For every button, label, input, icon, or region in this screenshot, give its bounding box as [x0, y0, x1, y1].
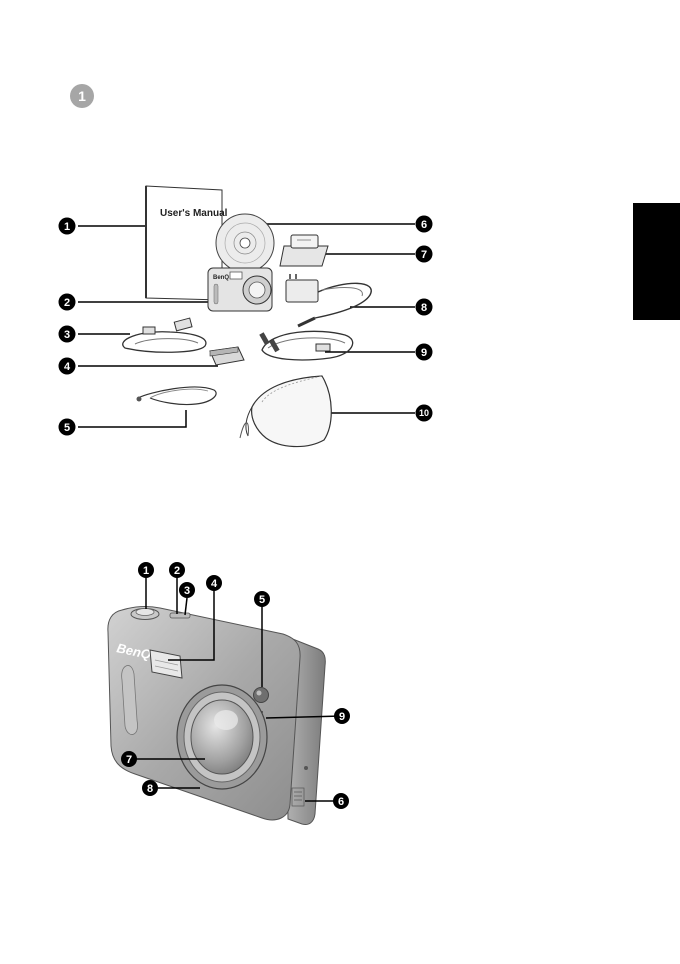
self-timer-led [253, 687, 269, 703]
power-adapter-image [285, 274, 372, 328]
side-port-dot [304, 766, 308, 770]
flash-window [149, 649, 183, 679]
software-cd-image [215, 213, 275, 273]
wrist-strap-image [136, 386, 217, 406]
svg-text:2: 2 [174, 565, 180, 577]
usb-cable-image [122, 317, 207, 353]
front-callout-7: 7 [121, 751, 137, 767]
av-cable-image [259, 330, 354, 361]
chapter-number-badge: 1 [70, 84, 94, 108]
battery-image [209, 346, 245, 366]
svg-text:2: 2 [64, 297, 70, 309]
users-manual-image: User's Manual [145, 185, 228, 301]
digital-camera-image: BenQ [207, 267, 273, 312]
callout-6: 6 [415, 215, 433, 233]
callout-3: 3 [58, 325, 76, 343]
battery-charger-image [279, 234, 329, 267]
svg-text:1: 1 [143, 565, 149, 577]
camera-pouch-image [239, 375, 332, 448]
front-callout-2: 2 [169, 562, 185, 578]
svg-text:4: 4 [64, 361, 71, 373]
svg-text:9: 9 [339, 711, 345, 723]
svg-text:9: 9 [421, 347, 427, 359]
front-callout-1: 1 [138, 562, 154, 578]
leader-lines [78, 223, 415, 428]
manual-cover-title: User's Manual [160, 208, 228, 219]
front-callout-5: 5 [254, 591, 270, 607]
svg-text:3: 3 [184, 585, 190, 597]
svg-text:7: 7 [126, 754, 132, 766]
camera-brand-logo: BenQ [115, 640, 152, 662]
front-callout-8: 8 [142, 780, 158, 796]
svg-text:6: 6 [421, 219, 427, 231]
front-callout-6: 6 [333, 793, 349, 809]
front-callout-4: 4 [206, 575, 222, 591]
svg-text:7: 7 [421, 249, 427, 261]
camera-brand-small: BenQ [213, 275, 229, 281]
svg-text:3: 3 [64, 329, 70, 341]
callout-1: 1 [58, 217, 76, 235]
svg-text:8: 8 [147, 783, 153, 795]
svg-text:10: 10 [419, 408, 429, 418]
language-side-tab [633, 203, 680, 320]
callout-9: 9 [415, 343, 433, 361]
callout-4: 4 [58, 357, 76, 375]
callout-2: 2 [58, 293, 76, 311]
callout-8: 8 [415, 298, 433, 316]
callout-7: 7 [415, 245, 433, 263]
callout-10: 10 [415, 404, 433, 422]
svg-text:5: 5 [64, 422, 70, 434]
front-leader-lines [136, 577, 343, 802]
svg-text:6: 6 [338, 796, 344, 808]
svg-text:8: 8 [421, 302, 427, 314]
callout-5: 5 [58, 418, 76, 436]
package-contents-illustration: User's Manual BenQ [58, 185, 433, 448]
camera-front-view-illustration: BenQ [107, 562, 350, 825]
svg-text:5: 5 [259, 594, 265, 606]
svg-text:1: 1 [64, 221, 70, 233]
camera-lens [176, 684, 268, 790]
front-callout-3: 3 [179, 582, 195, 598]
speaker-grille [291, 787, 305, 807]
svg-text:4: 4 [211, 578, 218, 590]
front-callout-9: 9 [334, 708, 350, 724]
